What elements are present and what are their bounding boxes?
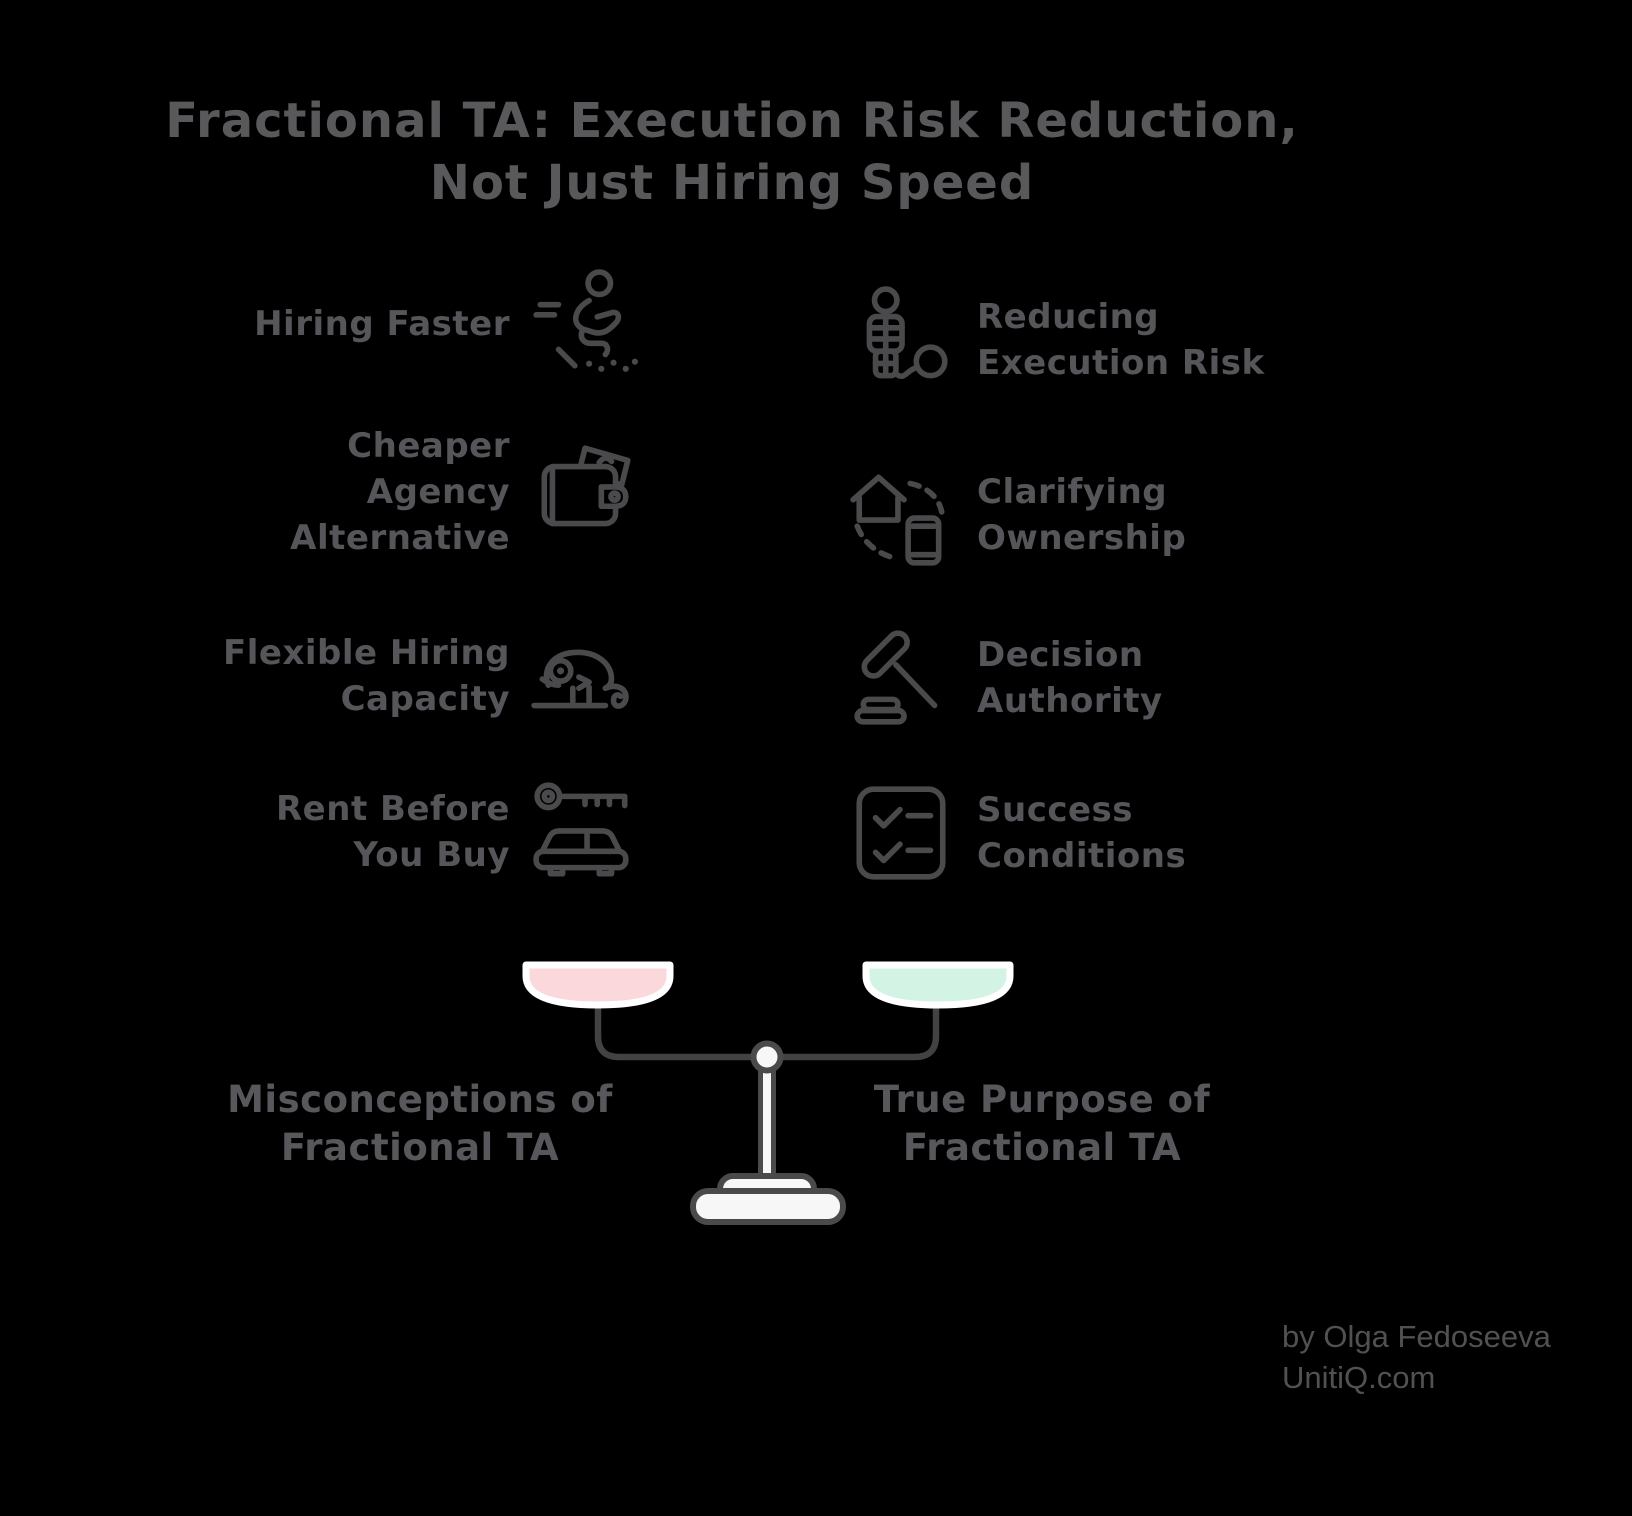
item-label: Cheaper Agency Alternative: [290, 426, 510, 558]
balance-scale: [522, 961, 1014, 1225]
attribution: by Olga Fedoseeva UnitiQ.com: [1282, 1319, 1551, 1395]
gavel-icon: [845, 622, 957, 734]
left-pan-label: Misconceptions of Fractional TA: [227, 1078, 613, 1169]
list-item: Clarifying Ownership: [845, 450, 1325, 580]
scale-left-bowl: [522, 961, 674, 1009]
chameleon-icon: [528, 620, 640, 732]
wallet-money-icon: [528, 436, 640, 548]
list-item: Success Conditions: [845, 775, 1325, 890]
list-item: Flexible Hiring Capacity: [190, 620, 640, 732]
house-phone-swap-icon: [845, 459, 957, 571]
checklist-icon: [845, 777, 957, 889]
item-label: Rent Before You Buy: [276, 789, 510, 875]
prisoner-ball-chain-icon: [845, 284, 957, 396]
item-label: Hiring Faster: [254, 304, 510, 344]
list-item: Cheaper Agency Alternative: [190, 426, 640, 558]
item-label: Flexible Hiring Capacity: [223, 633, 510, 719]
list-item: Hiring Faster: [190, 268, 640, 380]
item-label: Decision Authority: [977, 635, 1163, 721]
scale-right-bowl: [862, 961, 1014, 1009]
scale-base-lower: [690, 1188, 846, 1225]
list-item: Decision Authority: [845, 618, 1325, 738]
right-pan-label: True Purpose of Fractional TA: [873, 1078, 1211, 1169]
item-label: Clarifying Ownership: [977, 472, 1187, 558]
scale-pivot: [750, 1040, 784, 1074]
scale-pole: [758, 1062, 776, 1190]
list-item: Rent Before You Buy: [190, 776, 640, 888]
item-label: Reducing Execution Risk: [977, 297, 1265, 383]
list-item: Reducing Execution Risk: [845, 280, 1325, 400]
item-label: Success Conditions: [977, 789, 1187, 876]
key-and-car-icon: [528, 776, 640, 888]
scale-beam: [594, 998, 940, 1061]
page-title: Fractional TA: Execution Risk Reduction,…: [165, 93, 1299, 211]
sprinting-person-icon: [528, 268, 640, 380]
